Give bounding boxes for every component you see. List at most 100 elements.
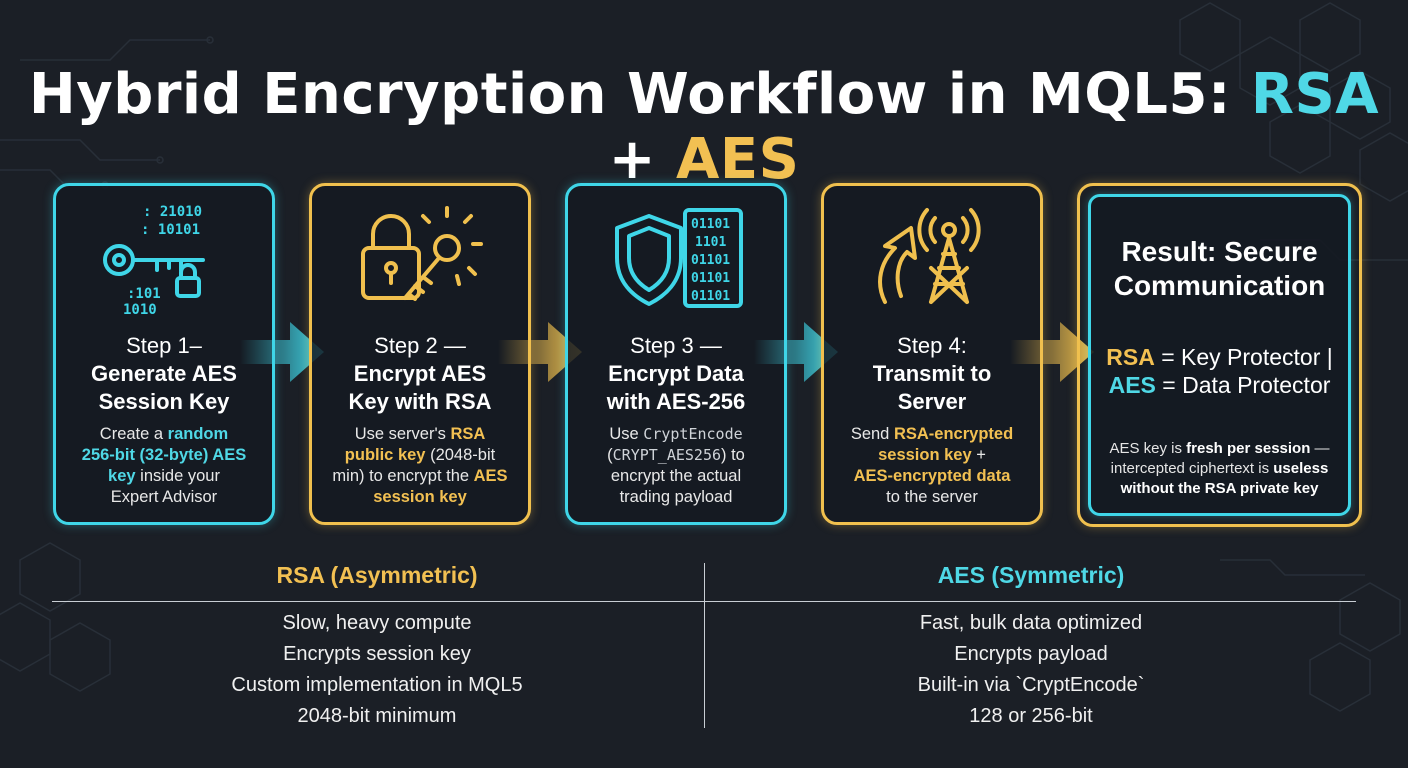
result-rsa-text: = Key Protector |	[1154, 344, 1333, 370]
result-aes-text: = Data Protector	[1155, 372, 1331, 398]
step-3-description: Use CryptEncode (CRYPT_AES256) to encryp…	[576, 424, 776, 508]
list-item: Custom implementation in MQL5	[231, 674, 523, 696]
title-rsa: RSA	[1250, 62, 1380, 127]
desc-highlight: key	[108, 467, 136, 485]
desc-text: inside your	[135, 467, 220, 485]
desc-text: ) to	[721, 446, 745, 464]
desc-text: +	[971, 446, 986, 464]
table-divider-vertical	[704, 563, 705, 728]
step-4-label: Step 4:	[897, 333, 967, 358]
step-1-label: Step 1–	[126, 333, 202, 358]
svg-text:: 10101: : 10101	[141, 222, 200, 238]
result-rsa-line: RSA = Key Protector |	[1091, 343, 1348, 371]
page-title: Hybrid Encryption Workflow in MQL5: RSA …	[0, 62, 1408, 192]
desc-highlight: random	[167, 425, 229, 443]
padlock-key-icon	[361, 206, 483, 301]
desc-text: to the server	[886, 488, 978, 506]
step-2-description: Use server's RSA public key (2048-bit mi…	[320, 424, 520, 508]
desc-text: Use server's	[354, 425, 451, 443]
step-1-heading-line2: Session Key	[98, 389, 230, 414]
note-text: AES key is	[1109, 440, 1187, 457]
title-plus: +	[608, 127, 656, 192]
step-1-heading-line1: Generate AES	[91, 361, 237, 386]
result-inner-panel: Result: Secure Communication RSA = Key P…	[1088, 194, 1351, 516]
result-title-line2: Communication	[1113, 270, 1326, 301]
desc-text: encrypt the actual	[610, 467, 742, 485]
step-3-heading-line1: Encrypt Data	[608, 361, 744, 386]
svg-text:1010: 1010	[123, 302, 157, 318]
desc-highlight: public key	[344, 446, 426, 464]
key-binary-lock-icon: : 21010 : 10101 :101 1010	[103, 204, 205, 318]
step-3-heading-line2: with AES-256	[606, 389, 746, 414]
desc-text: (	[607, 446, 613, 464]
arrow-right-icon	[240, 322, 324, 382]
arrow-right-icon	[754, 322, 838, 382]
step-3-card: 01101 1101 01101 01101 01101 Step 3 — En…	[565, 183, 787, 525]
step-1-title: Step 1– Generate AES Session Key	[60, 332, 268, 416]
result-note: AES key is fresh per session — intercept…	[1099, 439, 1340, 499]
desc-highlight: RSA	[450, 425, 486, 443]
step-2-card: Step 2 — Encrypt AES Key with RSA Use se…	[309, 183, 531, 525]
list-item: Encrypts payload	[954, 643, 1108, 665]
list-item: 128 or 256-bit	[969, 705, 1093, 727]
list-item: 2048-bit minimum	[297, 705, 457, 727]
step-2-label: Step 2 —	[374, 333, 466, 358]
step-2-heading-line1: Encrypt AES	[353, 361, 487, 386]
step-4-title: Step 4: Transmit to Server	[828, 332, 1036, 416]
step-4-description: Send RSA-encrypted session key + AES-enc…	[832, 424, 1032, 508]
list-item: Built-in via `CryptEncode`	[917, 674, 1145, 696]
desc-highlight: AES	[473, 467, 508, 485]
note-text: —	[1310, 440, 1330, 457]
title-main: Hybrid Encryption Workflow in MQL5:	[28, 62, 1231, 127]
rsa-column-heading: RSA (Asymmetric)	[276, 562, 478, 588]
title-aes: AES	[675, 127, 800, 192]
note-bold: without the RSA private key	[1120, 480, 1319, 497]
shield-binary-icon: 01101 1101 01101 01101 01101	[615, 208, 743, 308]
desc-text: Send	[850, 425, 894, 443]
step-2-heading-line2: Key with RSA	[348, 389, 492, 414]
step-4-heading-line2: Server	[897, 389, 967, 414]
arrow-right-icon	[498, 322, 582, 382]
upload-tower-icon	[878, 208, 981, 304]
desc-text: trading payload	[619, 488, 733, 506]
step-4-heading-line1: Transmit to	[872, 361, 992, 386]
result-aes-key: AES	[1108, 372, 1156, 398]
arrow-right-icon	[1010, 322, 1094, 382]
aes-feature-list: Fast, bulk data optimized Encrypts paylo…	[706, 608, 1356, 732]
list-item: Fast, bulk data optimized	[919, 612, 1143, 634]
desc-text: (2048-bit	[425, 446, 496, 464]
svg-text:01101: 01101	[691, 217, 730, 232]
step-2-title: Step 2 — Encrypt AES Key with RSA	[316, 332, 524, 416]
result-title-line1: Result: Secure	[1121, 236, 1318, 267]
desc-highlight: session key	[373, 488, 467, 506]
desc-highlight: RSA-encrypted	[893, 425, 1014, 443]
desc-highlight: 256-bit (32-byte) AES	[81, 446, 247, 464]
step-1-description: Create a random 256-bit (32-byte) AES ke…	[64, 424, 264, 508]
desc-code: CryptEncode	[643, 425, 743, 443]
desc-highlight: session key	[878, 446, 972, 464]
desc-code: CRYPT_AES256	[612, 446, 722, 464]
result-title: Result: Secure Communication	[1091, 235, 1348, 303]
desc-highlight: AES-encrypted data	[853, 467, 1011, 485]
list-item: Encrypts session key	[283, 643, 471, 665]
svg-text::101: :101	[127, 286, 161, 302]
list-item: Slow, heavy compute	[282, 612, 472, 634]
svg-text:01101: 01101	[691, 253, 730, 268]
step-3-label: Step 3 —	[630, 333, 722, 358]
desc-text: Expert Advisor	[110, 488, 218, 506]
note-text: intercepted ciphertext is	[1110, 460, 1274, 477]
note-bold: useless	[1273, 460, 1329, 477]
rsa-feature-list: Slow, heavy compute Encrypts session key…	[52, 608, 702, 732]
note-bold: fresh per session	[1186, 440, 1311, 457]
desc-text: min) to encrypt the	[332, 467, 474, 485]
result-card: Result: Secure Communication RSA = Key P…	[1077, 183, 1362, 527]
result-aes-line: AES = Data Protector	[1091, 371, 1348, 399]
result-rsa-key: RSA	[1106, 344, 1155, 370]
svg-text:1101: 1101	[695, 235, 726, 250]
desc-text: Use	[609, 425, 644, 443]
svg-text:01101: 01101	[691, 289, 730, 304]
svg-text:: 21010: : 21010	[143, 204, 202, 220]
svg-text:01101: 01101	[691, 271, 730, 286]
step-3-title: Step 3 — Encrypt Data with AES-256	[572, 332, 780, 416]
aes-column-heading: AES (Symmetric)	[937, 562, 1125, 588]
